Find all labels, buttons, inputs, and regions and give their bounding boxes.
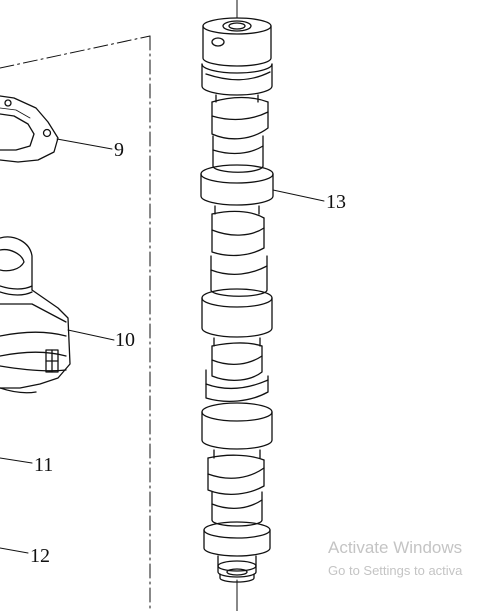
activate-windows-watermark-title: Activate Windows bbox=[328, 538, 463, 557]
callout-12: 12 bbox=[30, 545, 50, 567]
activate-windows-watermark-subtitle: Go to Settings to activa bbox=[328, 563, 463, 578]
leader-lines bbox=[0, 138, 325, 554]
camshaft-part-13 bbox=[200, 0, 274, 611]
tappet-housing-part-10 bbox=[0, 236, 71, 394]
callout-13: 13 bbox=[326, 191, 346, 213]
gasket-plate-part-9 bbox=[0, 95, 59, 163]
assembly-frame bbox=[0, 35, 151, 611]
callout-9: 9 bbox=[114, 139, 124, 161]
callout-10: 10 bbox=[115, 329, 135, 351]
callout-11: 11 bbox=[34, 454, 54, 476]
